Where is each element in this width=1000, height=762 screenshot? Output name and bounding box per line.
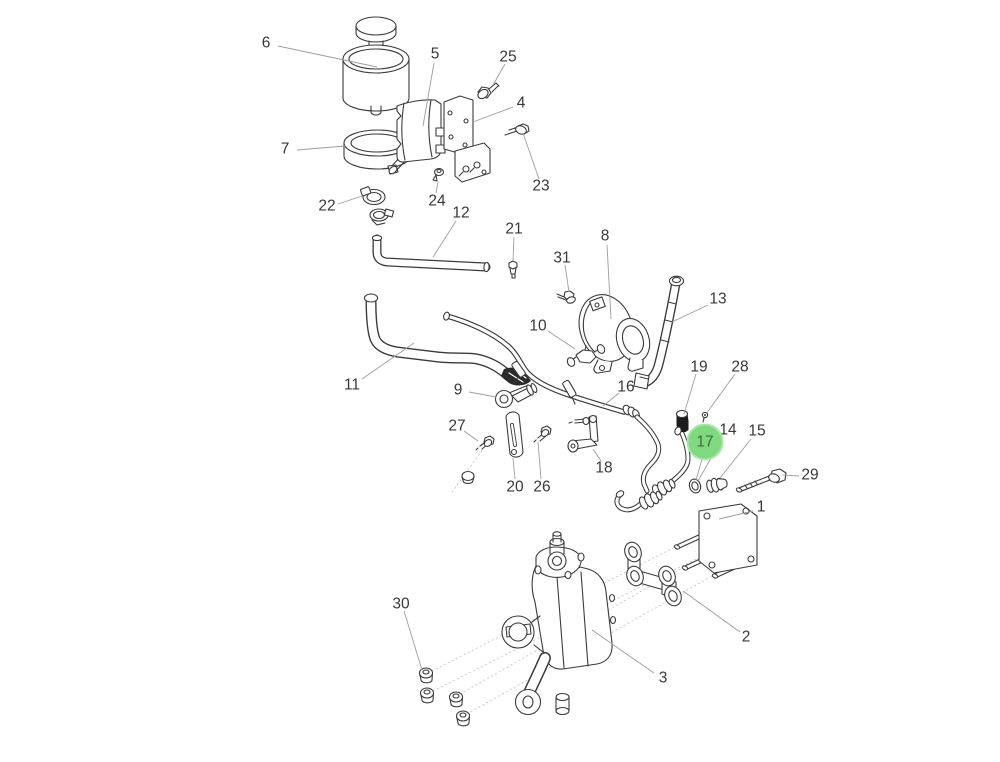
- part-29-bolt: [735, 468, 787, 493]
- part-21-fitting: [508, 260, 518, 279]
- callout-18[interactable]: 18: [595, 460, 612, 477]
- highlight-circle-17: [686, 423, 724, 461]
- callout-1[interactable]: 1: [757, 499, 766, 516]
- leader-line-27: [463, 430, 479, 442]
- callout-8[interactable]: 8: [601, 228, 610, 245]
- part-16-pipe: [443, 311, 640, 419]
- leader-line-24: [435, 181, 439, 194]
- leader-line-10: [547, 330, 576, 350]
- callout-23[interactable]: 23: [532, 178, 549, 195]
- leader-line-28: [705, 373, 736, 415]
- part-4-mounting-bracket: [443, 95, 491, 183]
- leader-line-13: [671, 304, 709, 323]
- callout-11[interactable]: 11: [344, 377, 360, 394]
- callout-28[interactable]: 28: [731, 359, 748, 376]
- leader-line-1: [718, 510, 754, 520]
- part-3-steering-gear: [501, 531, 617, 716]
- leader-line-5: [422, 62, 435, 127]
- part-12-hose: [371, 234, 491, 273]
- part-20-strap: [505, 411, 524, 458]
- part-28-screw: [701, 411, 709, 423]
- leader-line-25: [492, 63, 506, 86]
- part-2-link-bracket: [624, 541, 682, 607]
- part-26-bolt: [533, 425, 552, 443]
- leader-line-19: [683, 373, 697, 415]
- leader-line-22: [337, 195, 363, 205]
- leader-line-9: [468, 391, 497, 398]
- callout-30[interactable]: 30: [392, 596, 410, 613]
- parts-line-art: [342, 16, 787, 727]
- part-11-hose: [363, 293, 531, 386]
- callout-14[interactable]: 14: [719, 422, 737, 439]
- callout-24[interactable]: 24: [428, 193, 446, 210]
- leader-line-6: [277, 45, 378, 68]
- leader-line-3: [591, 629, 655, 674]
- part-10-fitting: [566, 344, 606, 367]
- callout-6[interactable]: 6: [262, 35, 271, 52]
- callout-5[interactable]: 5: [431, 46, 440, 63]
- leader-line-2: [682, 590, 741, 633]
- part-5-curved-bracket: [396, 99, 446, 163]
- callout-10[interactable]: 10: [529, 318, 547, 335]
- callout-3[interactable]: 3: [659, 670, 668, 687]
- callout-13[interactable]: 13: [709, 291, 726, 308]
- callout-2[interactable]: 2: [742, 629, 751, 646]
- part-30-nuts: [418, 667, 471, 727]
- leader-line-21: [512, 236, 515, 262]
- callout-12[interactable]: 12: [452, 205, 469, 222]
- part-hydraulic-pipes: [614, 414, 691, 513]
- part-25-bolt: [477, 82, 500, 100]
- leader-line-12: [432, 220, 457, 258]
- leader-line-29: [782, 474, 800, 477]
- part-31-bolt: [556, 290, 576, 304]
- callout-7[interactable]: 7: [281, 141, 290, 158]
- leader-line-4: [472, 106, 514, 123]
- part-19-elbow-fitting: [674, 409, 689, 436]
- part-23-bolt: [504, 123, 530, 136]
- part-13-hose: [633, 275, 685, 390]
- callout-15[interactable]: 15: [748, 423, 765, 440]
- leader-line-15: [719, 438, 752, 479]
- part-9-elbow-fitting: [494, 383, 538, 409]
- callout-25[interactable]: 25: [499, 49, 516, 66]
- part-14-o-ring: [688, 478, 702, 494]
- callout-19[interactable]: 19: [690, 359, 707, 376]
- leader-line-17: [695, 458, 703, 481]
- leader-line-8: [606, 244, 612, 320]
- part-6-reservoir: [342, 16, 410, 116]
- part-15-plug: [706, 477, 728, 493]
- callout-4[interactable]: 4: [517, 95, 526, 112]
- leader-line-30: [403, 610, 423, 671]
- callout-16[interactable]: 16: [617, 379, 634, 396]
- callout-20[interactable]: 20: [506, 479, 524, 496]
- callout-17[interactable]: 17: [696, 434, 713, 451]
- leader-line-26: [537, 441, 542, 480]
- part-24-screw: [432, 167, 445, 182]
- callout-26[interactable]: 26: [533, 479, 550, 496]
- callout-31[interactable]: 31: [553, 250, 570, 267]
- leader-line-16: [602, 392, 620, 407]
- part-27-bolt: [461, 435, 495, 484]
- callout-9[interactable]: 9: [454, 382, 463, 399]
- part-22-hose-clamps: [359, 186, 395, 226]
- callout-22[interactable]: 22: [318, 198, 335, 215]
- leader-line-23: [522, 132, 540, 180]
- callout-21[interactable]: 21: [505, 221, 522, 238]
- part-8-pump-body: [578, 294, 651, 374]
- leader-line-7: [296, 145, 346, 151]
- leader-line-31: [564, 264, 570, 293]
- leader-line-18: [592, 448, 602, 462]
- leader-line-11: [361, 342, 415, 380]
- leader-line-20: [512, 457, 516, 480]
- part-1-mounting-plate: [673, 503, 758, 579]
- part-18-bracket: [567, 414, 599, 453]
- callout-27[interactable]: 27: [448, 418, 465, 435]
- callout-29[interactable]: 29: [801, 467, 818, 484]
